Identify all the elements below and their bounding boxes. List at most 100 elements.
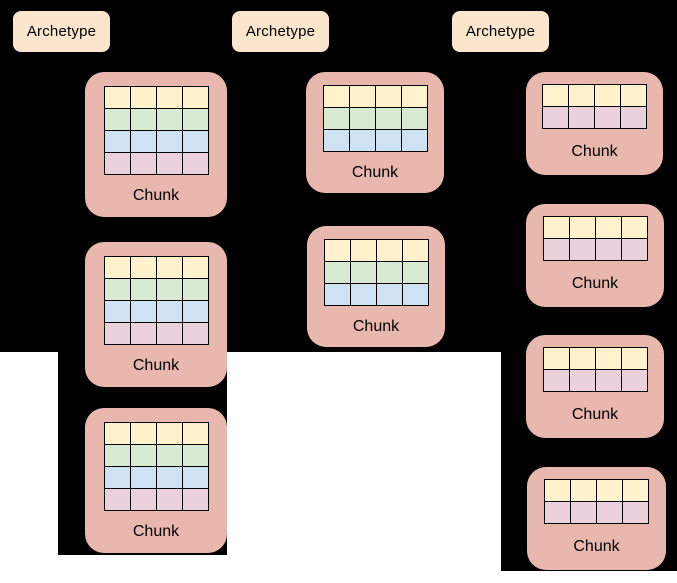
grid-row-yellow bbox=[542, 84, 647, 107]
grid-cell bbox=[129, 444, 157, 467]
grid-cell bbox=[103, 256, 131, 279]
grid-row-pink bbox=[542, 369, 648, 392]
chunk-label: Chunk bbox=[351, 163, 399, 181]
grid-cell bbox=[542, 84, 569, 107]
grid-row-green bbox=[323, 261, 429, 284]
grid-cell bbox=[103, 130, 131, 153]
chunk-label-area: Chunk bbox=[573, 524, 619, 570]
chunk-component-grid bbox=[544, 479, 649, 524]
grid-cell bbox=[129, 300, 157, 323]
chunk-box-6: Chunk bbox=[526, 72, 663, 175]
grid-cell bbox=[103, 108, 131, 131]
grid-cell bbox=[594, 347, 622, 370]
grid-cell bbox=[323, 239, 351, 262]
grid-cell bbox=[155, 130, 183, 153]
grid-row-blue bbox=[103, 300, 209, 323]
grid-row-yellow bbox=[103, 422, 209, 445]
grid-row-blue bbox=[103, 466, 209, 489]
grid-cell bbox=[103, 422, 131, 445]
grid-cell bbox=[181, 278, 209, 301]
grid-cell bbox=[400, 107, 428, 130]
grid-cell bbox=[374, 129, 402, 152]
grid-cell bbox=[155, 422, 183, 445]
grid-cell bbox=[155, 466, 183, 489]
grid-cell bbox=[570, 479, 597, 502]
grid-cell bbox=[594, 369, 622, 392]
grid-cell bbox=[401, 261, 429, 284]
grid-cell bbox=[155, 256, 183, 279]
chunk-box-9: Chunk bbox=[527, 467, 666, 570]
archetype-label: Archetype bbox=[26, 23, 97, 40]
grid-cell bbox=[103, 152, 131, 175]
grid-cell bbox=[181, 300, 209, 323]
grid-cell bbox=[401, 239, 429, 262]
grid-cell bbox=[375, 283, 403, 306]
grid-cell bbox=[622, 479, 649, 502]
grid-cell bbox=[620, 106, 647, 129]
grid-row-green bbox=[103, 278, 209, 301]
grid-row-pink bbox=[103, 322, 209, 345]
grid-cell bbox=[181, 130, 209, 153]
grid-row-pink bbox=[103, 488, 209, 511]
grid-cell bbox=[568, 238, 596, 261]
chunk-label: Chunk bbox=[132, 187, 180, 204]
grid-cell bbox=[542, 369, 570, 392]
grid-row-yellow bbox=[544, 479, 649, 502]
chunk-label-area: Chunk bbox=[133, 175, 179, 217]
grid-cell bbox=[103, 86, 131, 109]
grid-row-yellow bbox=[322, 85, 428, 108]
grid-cell bbox=[596, 479, 623, 502]
grid-cell bbox=[374, 85, 402, 108]
chunk-box-5: Chunk bbox=[307, 226, 445, 347]
grid-row-yellow bbox=[542, 216, 648, 239]
grid-cell bbox=[323, 283, 351, 306]
grid-cell bbox=[594, 216, 622, 239]
grid-cell bbox=[542, 238, 570, 261]
chunk-label-area: Chunk bbox=[571, 129, 617, 175]
chunk-component-grid bbox=[542, 84, 647, 129]
grid-cell bbox=[103, 466, 131, 489]
grid-cell bbox=[594, 238, 622, 261]
grid-cell bbox=[570, 501, 597, 524]
grid-cell bbox=[596, 501, 623, 524]
grid-cell bbox=[544, 501, 571, 524]
chunk-label: Chunk bbox=[571, 406, 619, 423]
grid-cell bbox=[155, 300, 183, 323]
grid-cell bbox=[129, 466, 157, 489]
archetype-box-1: Archetype bbox=[13, 11, 110, 52]
grid-row-yellow bbox=[542, 347, 648, 370]
grid-cell bbox=[348, 85, 376, 108]
grid-cell bbox=[181, 322, 209, 345]
grid-cell bbox=[155, 108, 183, 131]
grid-cell bbox=[103, 488, 131, 511]
grid-cell bbox=[542, 347, 570, 370]
chunk-component-grid bbox=[542, 216, 648, 261]
grid-cell bbox=[568, 84, 595, 107]
grid-cell bbox=[400, 129, 428, 152]
grid-row-yellow bbox=[103, 86, 209, 109]
grid-cell bbox=[374, 107, 402, 130]
grid-cell bbox=[103, 322, 131, 345]
grid-cell bbox=[544, 479, 571, 502]
grid-row-pink bbox=[542, 238, 648, 261]
grid-cell bbox=[620, 216, 648, 239]
chunk-label: Chunk bbox=[132, 523, 180, 540]
grid-cell bbox=[322, 107, 350, 130]
grid-cell bbox=[349, 261, 377, 284]
grid-cell bbox=[620, 347, 648, 370]
archetype-label: Archetype bbox=[465, 23, 536, 40]
grid-row-yellow bbox=[103, 256, 209, 279]
chunk-component-grid bbox=[103, 422, 209, 511]
grid-cell bbox=[129, 130, 157, 153]
grid-row-pink bbox=[103, 152, 209, 175]
chunk-component-grid bbox=[103, 256, 209, 345]
chunk-box-3: Chunk bbox=[85, 408, 227, 553]
grid-cell bbox=[348, 107, 376, 130]
grid-cell bbox=[181, 108, 209, 131]
grid-cell bbox=[323, 261, 351, 284]
grid-cell bbox=[568, 369, 596, 392]
chunk-component-grid bbox=[542, 347, 648, 392]
archetype-label: Archetype bbox=[245, 23, 316, 40]
grid-row-green bbox=[322, 107, 428, 130]
grid-row-pink bbox=[542, 106, 647, 129]
